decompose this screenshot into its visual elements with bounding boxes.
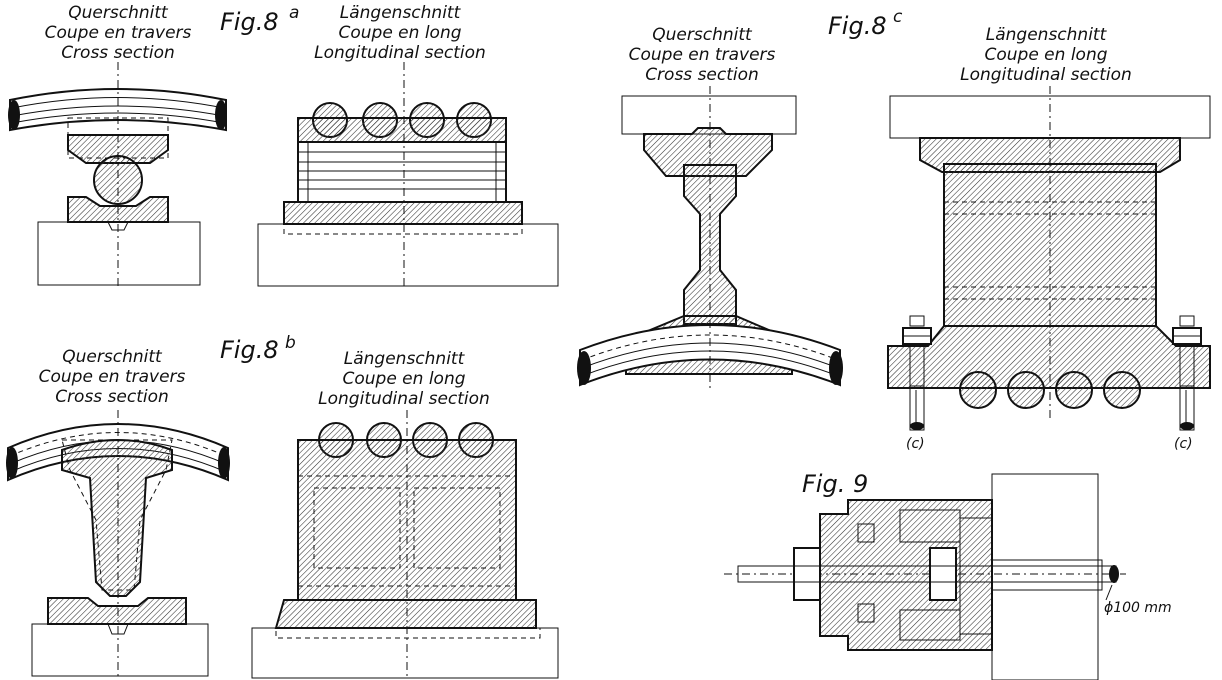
fig8a-long-label-fr: Coupe en long <box>338 23 461 43</box>
fig8c-suffix: c <box>893 7 903 27</box>
fig8b-cross-label-de: Querschnitt <box>62 347 163 367</box>
fig9-title: Fig. 9 <box>802 470 868 498</box>
fig8c-long-label-fr: Coupe en long <box>984 45 1107 65</box>
fig8a-long-section <box>257 62 559 290</box>
bolt-label-right: (c) <box>1174 436 1193 452</box>
fig8b-long-labels: Längenschnitt Coupe en long Longitudinal… <box>318 349 490 409</box>
fig8c-cross-section <box>577 86 843 392</box>
curved-girder <box>9 88 227 132</box>
fig8b-cross-section <box>6 410 230 680</box>
rod-diameter-label: ϕ100 mm <box>1104 600 1172 616</box>
fig8a-cross-section <box>8 62 227 290</box>
bolt-label-left: (c) <box>906 436 925 452</box>
fig8c-title: Fig.8 <box>828 12 887 40</box>
fig8c-long-label-en: Longitudinal section <box>960 65 1132 85</box>
rocker-post <box>61 439 173 597</box>
fig8b-cross-labels: Querschnitt Coupe en travers Cross secti… <box>39 347 186 407</box>
fig8b-title: Fig.8 <box>220 336 279 364</box>
anchor-bolt-right: (c) <box>1172 315 1202 452</box>
fig8c: Fig.8 c Querschnitt Coupe en travers Cro… <box>577 7 1211 452</box>
abutment-block <box>251 627 559 679</box>
fig8c-cross-label-de: Querschnitt <box>652 25 753 45</box>
fig8a-cross-label-fr: Coupe en travers <box>45 23 192 43</box>
fig8a-cross-labels: Querschnitt Coupe en travers Cross secti… <box>45 3 192 63</box>
curved-girder <box>579 324 841 387</box>
abutment-block <box>257 223 559 287</box>
upper-bearing-plate <box>643 127 773 177</box>
fig8c-long-label-de: Längenschnitt <box>986 25 1108 45</box>
upper-bearing-plate <box>67 134 169 164</box>
fig8a-suffix: a <box>289 3 299 23</box>
abutment-block <box>37 221 201 286</box>
abutment-block <box>31 623 209 677</box>
fig8a-cross-label-en: Cross section <box>61 43 175 63</box>
lower-bearing-plate <box>47 597 187 625</box>
fig8b-suffix: b <box>285 333 296 353</box>
fig8c-cross-label-en: Cross section <box>645 65 759 85</box>
nut-right <box>929 547 957 601</box>
fig9: Fig. 9 ϕ100 mm <box>724 470 1172 680</box>
fig8b: Fig.8 b Querschnitt Coupe en travers Cro… <box>6 333 559 680</box>
pendulum-block <box>943 163 1157 327</box>
fig8a: Fig.8 a Querschnitt Coupe en travers Cro… <box>8 3 559 290</box>
fig8b-long-section <box>251 410 559 680</box>
anchor-bolt-left: (c) <box>902 315 932 452</box>
wall <box>991 473 1099 680</box>
fig8c-cross-labels: Querschnitt Coupe en travers Cross secti… <box>629 25 776 85</box>
fig8a-long-labels: Längenschnitt Coupe en long Longitudinal… <box>314 3 486 63</box>
fig8b-long-label-fr: Coupe en long <box>342 369 465 389</box>
fig8b-long-label-en: Longitudinal section <box>318 389 490 409</box>
fig8b-long-label-de: Längenschnitt <box>344 349 466 369</box>
fig8a-long-label-en: Longitudinal section <box>314 43 486 63</box>
nut-left <box>793 547 821 601</box>
base-plate <box>887 325 1211 389</box>
fig8a-long-label-de: Längenschnitt <box>340 3 462 23</box>
anchor-housing <box>819 499 993 651</box>
fig8a-title: Fig.8 <box>220 8 279 36</box>
roller <box>93 155 143 205</box>
fig8c-cross-label-fr: Coupe en travers <box>629 45 776 65</box>
fig8c-long-labels: Längenschnitt Coupe en long Longitudinal… <box>960 25 1132 85</box>
fig8a-cross-label-de: Querschnitt <box>68 3 169 23</box>
fig8b-cross-label-en: Cross section <box>55 387 169 407</box>
fig8c-long-section: (c) (c) <box>887 86 1211 452</box>
fig8b-cross-label-fr: Coupe en travers <box>39 367 186 387</box>
